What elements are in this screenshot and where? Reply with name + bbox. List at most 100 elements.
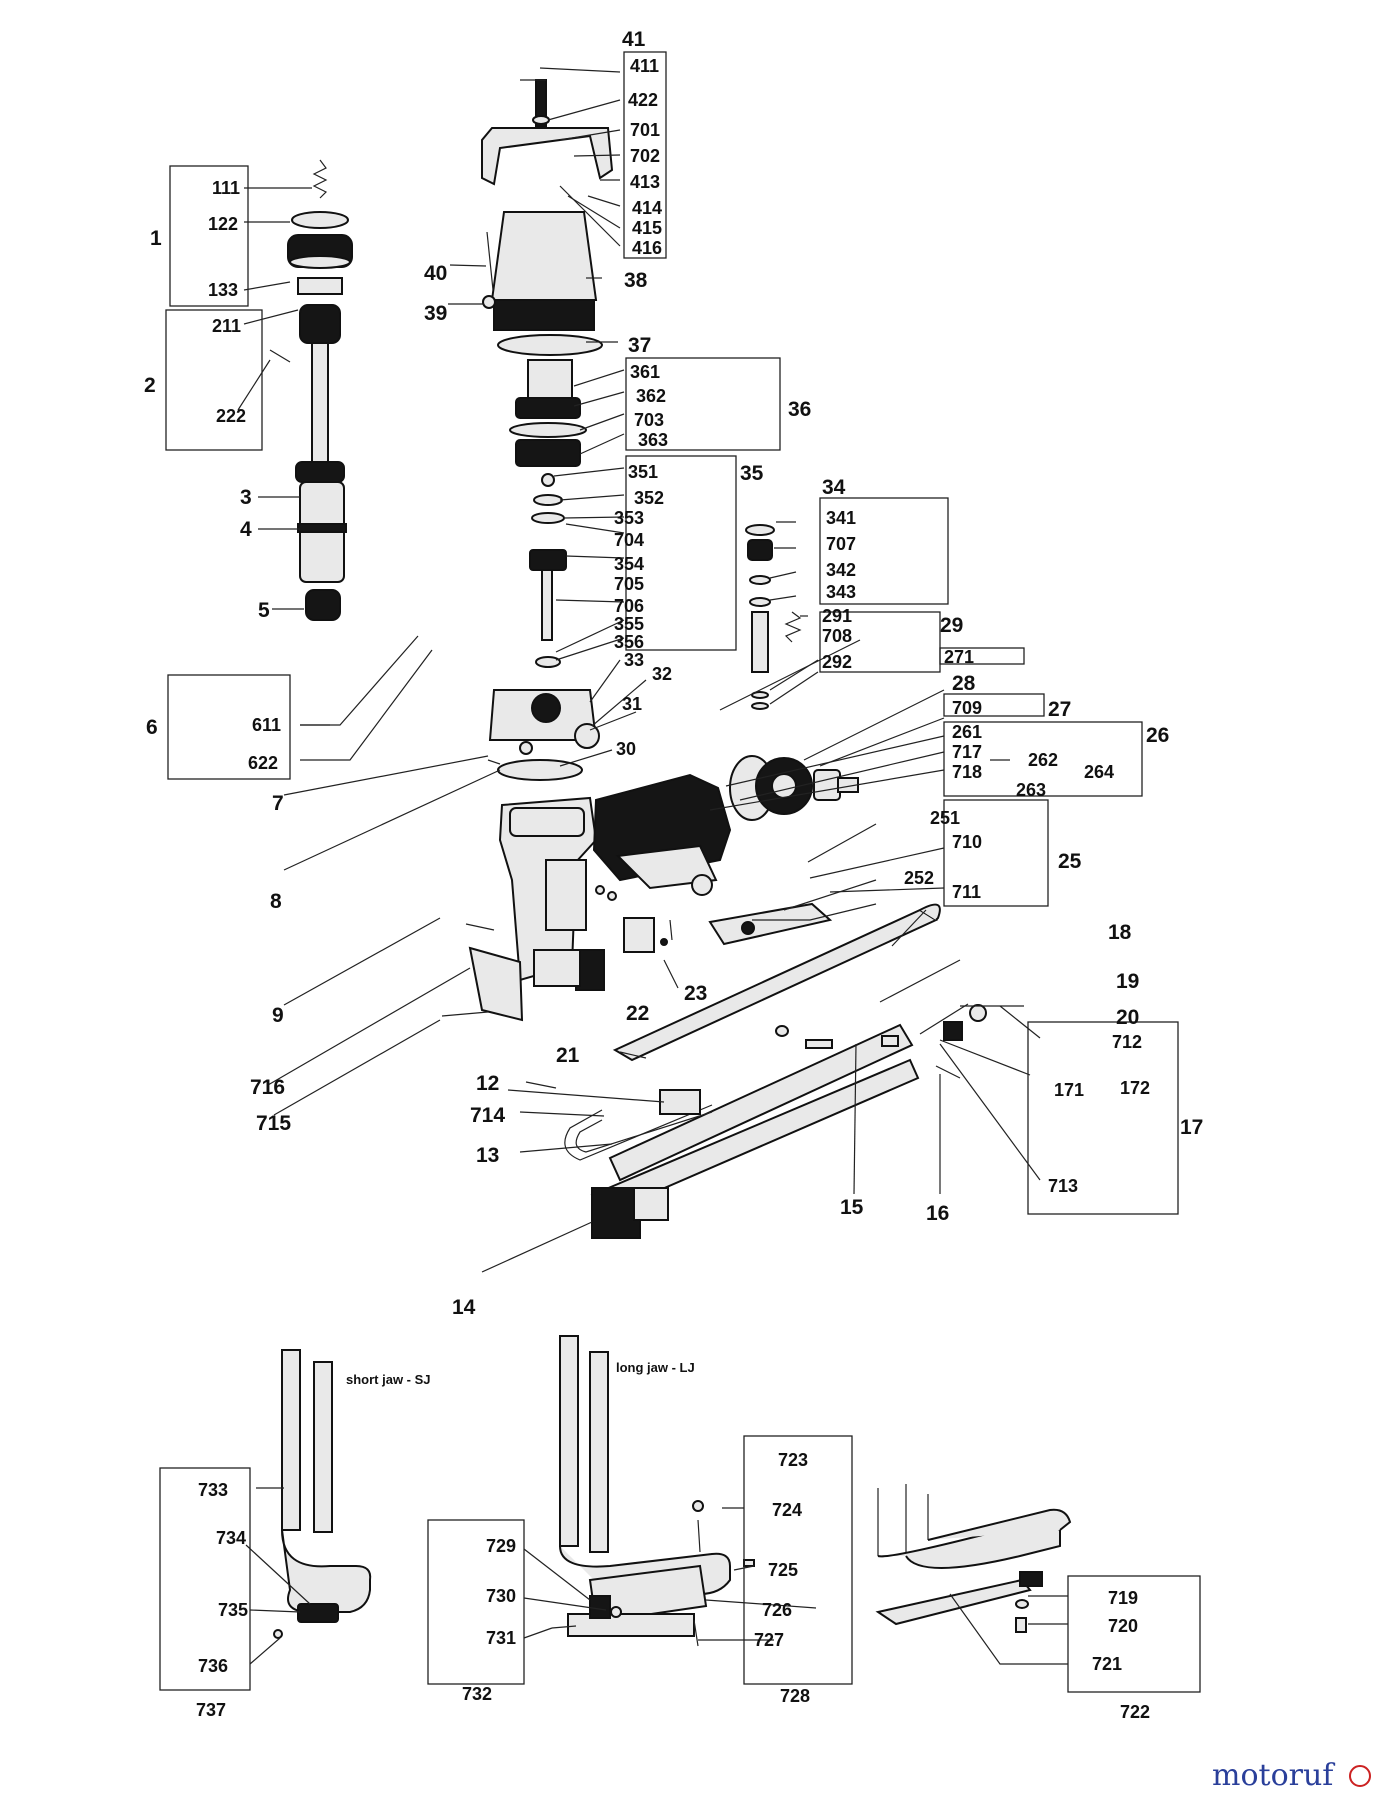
label-362: 362 xyxy=(636,386,666,406)
label-415: 415 xyxy=(632,218,662,238)
label-21: 21 xyxy=(556,1044,580,1067)
label-719: 719 xyxy=(1108,1588,1138,1608)
label-413: 413 xyxy=(630,172,660,192)
valve-assembly xyxy=(745,524,802,710)
label-262: 262 xyxy=(1028,750,1058,770)
label-723: 723 xyxy=(778,1450,808,1470)
label-6: 6 xyxy=(146,716,158,739)
label-30: 30 xyxy=(616,739,636,759)
label-714: 714 xyxy=(470,1104,505,1127)
label-4: 4 xyxy=(240,518,252,541)
group-17-box xyxy=(1027,1021,1179,1215)
label-31: 31 xyxy=(622,694,642,714)
label-19: 19 xyxy=(1116,970,1139,993)
group-2-box xyxy=(165,309,263,451)
label-172: 172 xyxy=(1120,1078,1150,1098)
label-171: 171 xyxy=(1054,1080,1084,1100)
label-704: 704 xyxy=(614,530,644,550)
label-291: 291 xyxy=(822,606,852,626)
label-37: 37 xyxy=(628,334,651,357)
group-6-box xyxy=(167,674,291,780)
label-14: 14 xyxy=(452,1296,476,1319)
label-733: 733 xyxy=(198,1480,228,1500)
label-703: 703 xyxy=(634,410,664,430)
label-9: 9 xyxy=(272,1004,284,1027)
label-36: 36 xyxy=(788,398,811,421)
label-17: 17 xyxy=(1180,1116,1203,1139)
label-422: 422 xyxy=(628,90,658,110)
drawings xyxy=(269,79,1072,1647)
label-411: 411 xyxy=(630,56,659,76)
label-39: 39 xyxy=(424,302,447,325)
label-33: 33 xyxy=(624,650,644,670)
cylinder-assembly xyxy=(481,79,614,781)
label-28: 28 xyxy=(952,672,976,695)
label-252: 252 xyxy=(904,868,934,888)
label-35: 35 xyxy=(740,462,764,485)
label-611: 611 xyxy=(252,715,281,735)
long-jaw-assembly xyxy=(551,1335,755,1647)
label-355: 355 xyxy=(614,614,644,634)
label-7: 7 xyxy=(272,792,284,815)
label-13: 13 xyxy=(476,1144,499,1167)
label-354: 354 xyxy=(614,554,644,574)
watermark: motoruf xyxy=(1212,1758,1371,1793)
group-29-box xyxy=(819,611,941,673)
callout-boxes xyxy=(159,51,1201,1693)
label-363: 363 xyxy=(638,430,668,450)
label-352: 352 xyxy=(634,488,664,508)
label-718: 718 xyxy=(952,762,982,782)
label-38: 38 xyxy=(624,269,648,292)
label-725: 725 xyxy=(768,1560,798,1580)
label-732: 732 xyxy=(462,1684,492,1704)
label-713: 713 xyxy=(1048,1176,1078,1196)
label-16: 16 xyxy=(926,1202,949,1225)
label-18: 18 xyxy=(1108,921,1132,944)
label-271: 271 xyxy=(944,647,974,667)
label-261: 261 xyxy=(952,722,982,742)
long-jaw-note: long jaw - LJ xyxy=(616,1360,695,1375)
label-341: 341 xyxy=(826,508,856,528)
label-3: 3 xyxy=(240,486,252,509)
label-251: 251 xyxy=(930,808,960,828)
label-41: 41 xyxy=(622,28,646,51)
label-709: 709 xyxy=(952,698,982,718)
label-711: 711 xyxy=(952,882,981,902)
label-724: 724 xyxy=(772,1500,802,1520)
part-labels: 1 2 3 4 5 6 7 8 9 12 13 14 15 16 17 18 1… xyxy=(144,28,1203,1722)
label-705: 705 xyxy=(614,574,644,594)
label-731: 731 xyxy=(486,1628,516,1648)
label-40: 40 xyxy=(424,262,447,285)
label-292: 292 xyxy=(822,652,852,672)
label-20: 20 xyxy=(1116,1006,1139,1029)
label-722: 722 xyxy=(1120,1702,1150,1722)
label-716: 716 xyxy=(250,1076,285,1099)
label-12: 12 xyxy=(476,1072,499,1095)
label-133: 133 xyxy=(208,280,238,300)
label-712: 712 xyxy=(1112,1032,1142,1052)
group-25-box xyxy=(943,799,1049,907)
label-622: 622 xyxy=(248,753,278,773)
group-271-box xyxy=(939,647,1025,665)
label-5: 5 xyxy=(258,599,270,622)
label-720: 720 xyxy=(1108,1616,1138,1636)
watermark-icon xyxy=(1349,1765,1371,1787)
label-264: 264 xyxy=(1084,762,1114,782)
group-722-box xyxy=(1067,1575,1201,1693)
group-34-box xyxy=(819,497,949,605)
label-717: 717 xyxy=(952,742,982,762)
label-34: 34 xyxy=(822,476,846,499)
label-715: 715 xyxy=(256,1112,291,1135)
label-23: 23 xyxy=(684,982,707,1005)
short-jaw-note: short jaw - SJ xyxy=(346,1372,431,1387)
label-702: 702 xyxy=(630,146,660,166)
short-jaw-assembly xyxy=(273,1349,372,1639)
label-22: 22 xyxy=(626,1002,649,1025)
group-27-box xyxy=(943,693,1045,717)
jaw-blade-assembly xyxy=(875,1484,1072,1633)
label-361: 361 xyxy=(630,362,660,382)
leader-lines xyxy=(237,67,1068,1665)
label-729: 729 xyxy=(486,1536,516,1556)
label-111: 111 xyxy=(212,178,240,198)
